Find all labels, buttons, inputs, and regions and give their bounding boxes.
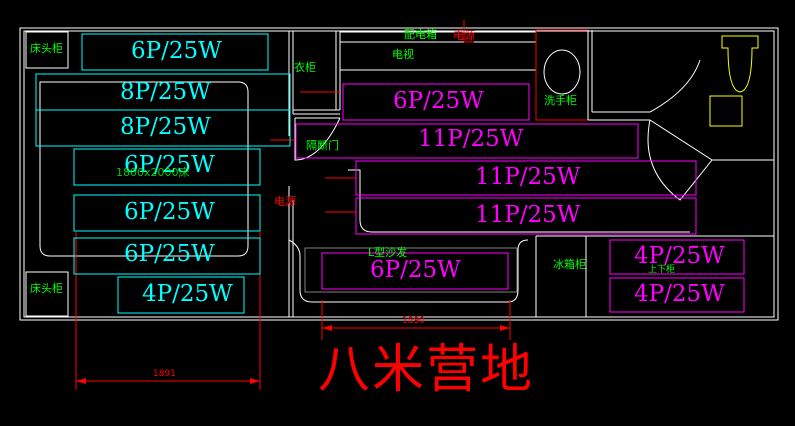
inner-wall bbox=[23, 30, 775, 318]
outer-wall bbox=[19, 27, 779, 321]
panel-label-left-3: 8P/25W bbox=[120, 114, 211, 140]
dimension-left-label: 1891 bbox=[153, 369, 176, 379]
bed-outline bbox=[39, 81, 249, 257]
panel-label-left-7: 4P/25W bbox=[142, 281, 233, 307]
panel-label-left-6: 6P/25W bbox=[124, 241, 215, 267]
sofa-outline bbox=[288, 239, 529, 303]
panel-label-right-1: 4P/25W bbox=[634, 243, 725, 269]
panel-box-magenta bbox=[609, 239, 745, 275]
bathroom-door-2 bbox=[647, 119, 713, 201]
distribution-box-label: 配电箱 bbox=[404, 28, 437, 41]
toilet-shape bbox=[721, 35, 759, 93]
panel-box-magenta bbox=[355, 160, 697, 196]
panel-box-magenta bbox=[609, 277, 745, 313]
upper-cabinet-label: 上下柜 bbox=[648, 265, 676, 275]
door-arc bbox=[294, 117, 341, 161]
bedside-cabinet-bottom-shape bbox=[25, 271, 69, 317]
panel-box-cyan bbox=[73, 148, 261, 186]
panel-label-left-1: 6P/25W bbox=[131, 38, 222, 64]
dimension-arrow bbox=[76, 378, 86, 384]
sink-cabinet-label: 洗手柜 bbox=[544, 94, 577, 107]
panel-label-mid-2: 11P/25W bbox=[418, 126, 524, 152]
power-top-label: 电源 bbox=[453, 29, 475, 42]
sink-basin bbox=[543, 49, 581, 95]
panel-label-left-2: 8P/25W bbox=[120, 79, 211, 105]
panel-box-magenta bbox=[355, 197, 697, 235]
bathroom-door bbox=[592, 59, 701, 113]
counter-outline bbox=[348, 169, 690, 233]
tv-label: 电视 bbox=[392, 48, 414, 61]
toilet-tank bbox=[709, 95, 743, 127]
plan-title: 八米营地 bbox=[318, 340, 535, 400]
bedside-cabinet-top-label: 床头柜 bbox=[30, 42, 63, 55]
power-mid-label: 电源 bbox=[274, 195, 296, 208]
dimension-arrow bbox=[250, 378, 260, 384]
panel-box-magenta bbox=[295, 123, 639, 159]
dimension-arrow bbox=[322, 325, 332, 331]
panel-box-cyan bbox=[73, 194, 261, 232]
bed-label: 1800x2000床 bbox=[116, 166, 190, 179]
panel-label-mid-3: 11P/25W bbox=[475, 164, 581, 190]
panel-box-magenta bbox=[321, 252, 509, 290]
bedside-cabinet-bottom-label: 床头柜 bbox=[30, 282, 63, 295]
sofa-back bbox=[304, 247, 518, 293]
panel-box-cyan bbox=[35, 109, 291, 147]
top-cabinet bbox=[339, 31, 537, 71]
dimension-arrow bbox=[500, 325, 510, 331]
partition-door-label: 隔断门 bbox=[306, 139, 339, 152]
panel-label-left-4: 6P/25W bbox=[124, 152, 215, 178]
bedside-cabinet-top-shape bbox=[25, 31, 69, 69]
panel-label-left-5: 6P/25W bbox=[124, 199, 215, 225]
panel-label-mid-1: 6P/25W bbox=[393, 88, 484, 114]
panel-box-cyan bbox=[73, 237, 261, 275]
panel-label-mid-4: 11P/25W bbox=[475, 202, 581, 228]
panel-box-cyan bbox=[117, 276, 245, 314]
wardrobe-label: 衣柜 bbox=[294, 61, 316, 74]
panel-label-right-2: 4P/25W bbox=[634, 281, 725, 307]
panel-label-mid-5: 6P/25W bbox=[370, 257, 461, 283]
panel-box-cyan bbox=[81, 33, 269, 71]
dimension-middle-label: 1890 bbox=[402, 316, 425, 326]
panel-box-magenta bbox=[342, 83, 530, 121]
fridge-cabinet-label: 冰箱柜 bbox=[553, 258, 586, 271]
sofa-label: L型沙发 bbox=[368, 246, 408, 259]
